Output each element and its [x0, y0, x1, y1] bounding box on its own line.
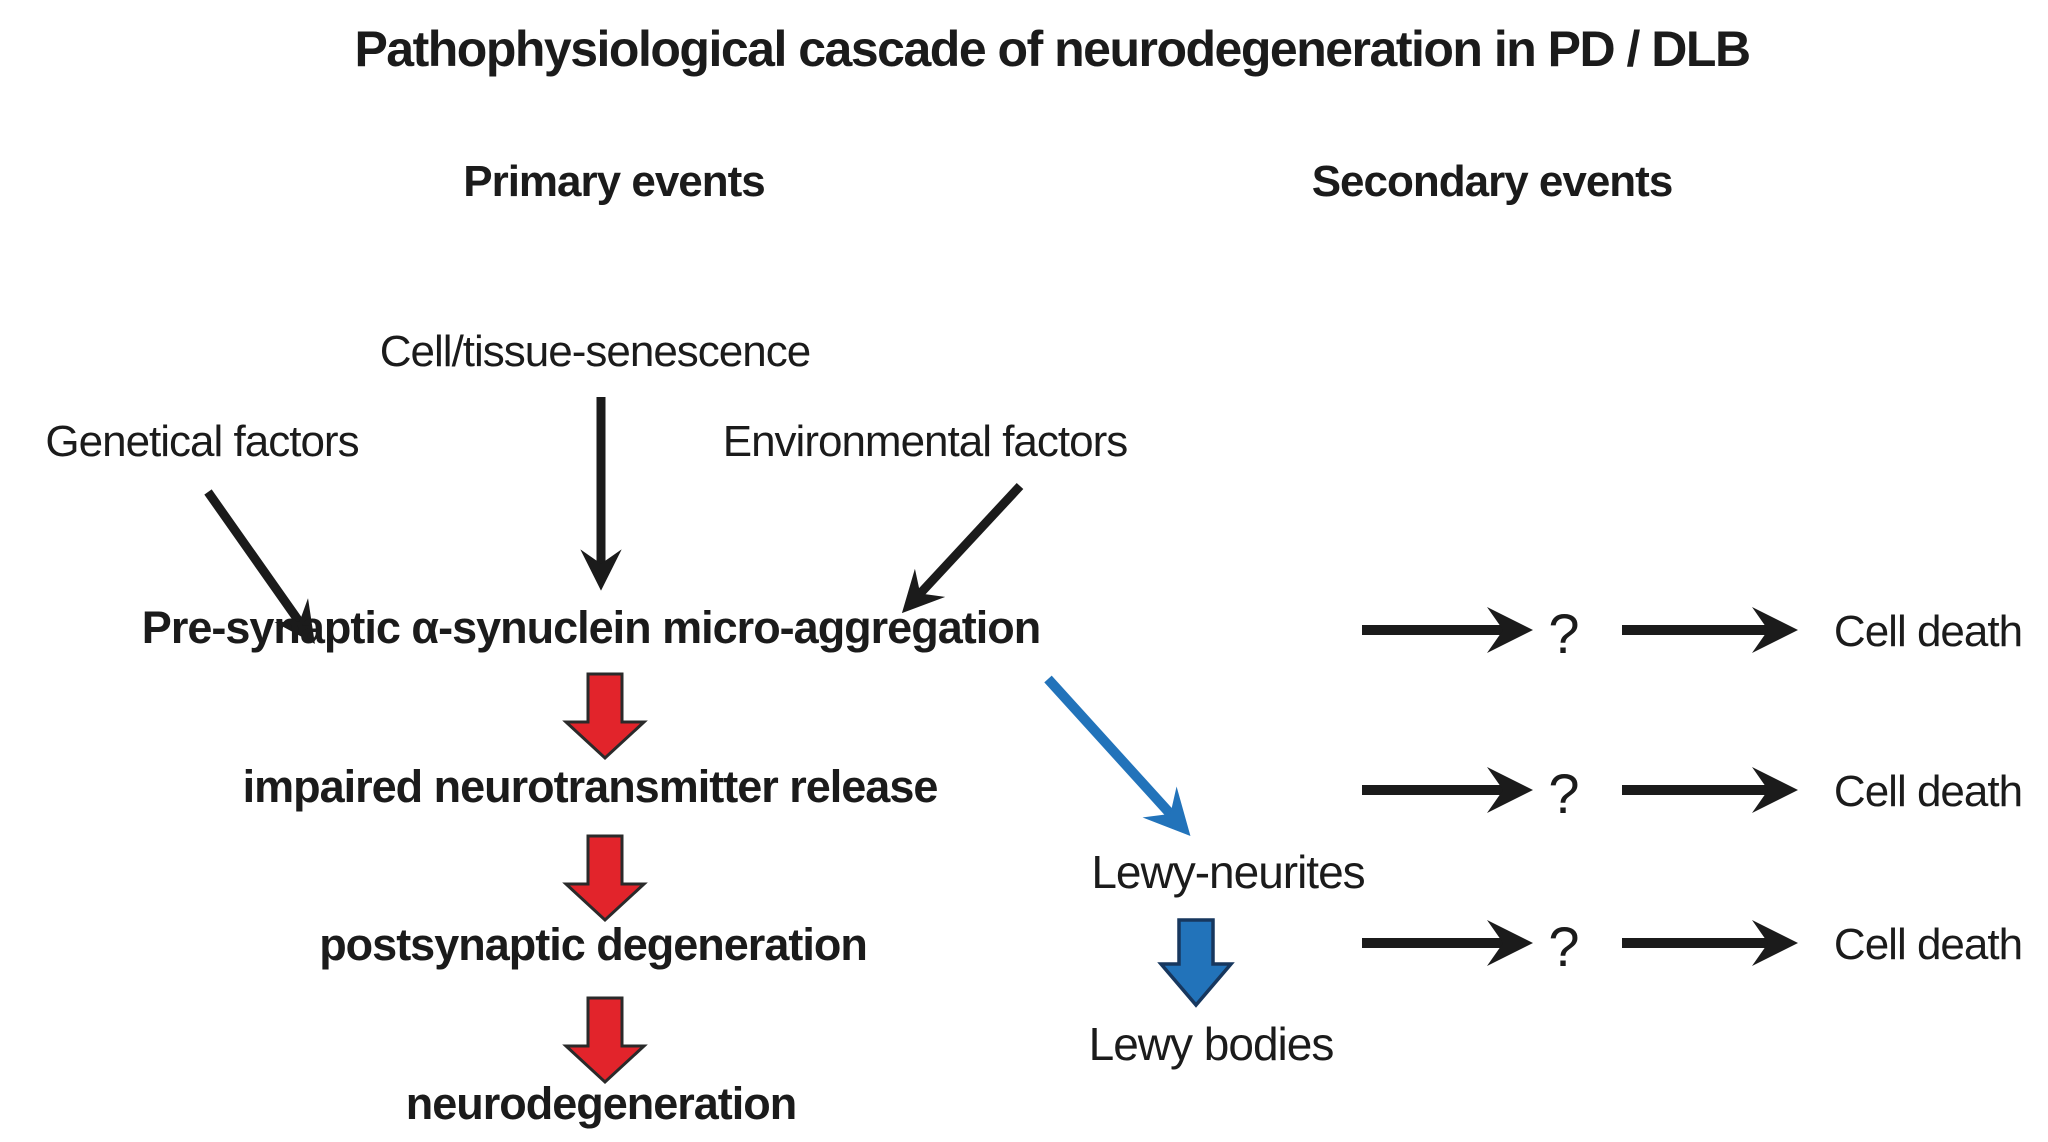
factor-environmental: Environmental factors — [722, 417, 1129, 466]
red-block-arrow-icon-1 — [562, 672, 648, 761]
row3-cell-death-label: Cell death — [1833, 920, 2023, 969]
blue-diagonal-arrow-icon — [1044, 675, 1191, 837]
cascade-step-neurodegeneration: neurodegeneration — [405, 1078, 798, 1129]
column-heading-primary-events: Primary events — [463, 157, 766, 206]
red-block-arrow-icon-2 — [562, 834, 648, 923]
environmental-factors-arrow-icon — [901, 482, 1024, 614]
red-block-arrow-icon-3 — [562, 996, 648, 1085]
lewy-bodies-label: Lewy bodies — [1088, 1018, 1335, 1070]
row3-unknown-step: ? — [1548, 915, 1580, 978]
row1-unknown-step: ? — [1548, 602, 1580, 665]
genetic-factors-arrow-icon — [204, 489, 315, 644]
cascade-step-impaired-neurotransmitter-release: impaired neurotransmitter release — [242, 761, 939, 812]
column-heading-secondary-events: Secondary events — [1311, 157, 1674, 206]
factor-cell-tissue-senescence: Cell/tissue-senescence — [379, 327, 811, 376]
row2-cell-death-label: Cell death — [1833, 767, 2023, 816]
diagram-title: Pathophysiological cascade of neurodegen… — [354, 21, 1751, 77]
lewy-neurites-label: Lewy-neurites — [1091, 846, 1365, 898]
factor-genetical: Genetical factors — [45, 417, 359, 466]
row2-unknown-step: ? — [1548, 762, 1580, 825]
row1-cell-death-label: Cell death — [1833, 607, 2023, 656]
cascade-step-presynaptic-aggregation: Pre-synaptic α-synuclein micro-aggregati… — [141, 602, 1041, 653]
blue-block-arrow-icon — [1157, 918, 1235, 1008]
cascade-step-postsynaptic-degeneration: postsynaptic degeneration — [319, 919, 868, 970]
